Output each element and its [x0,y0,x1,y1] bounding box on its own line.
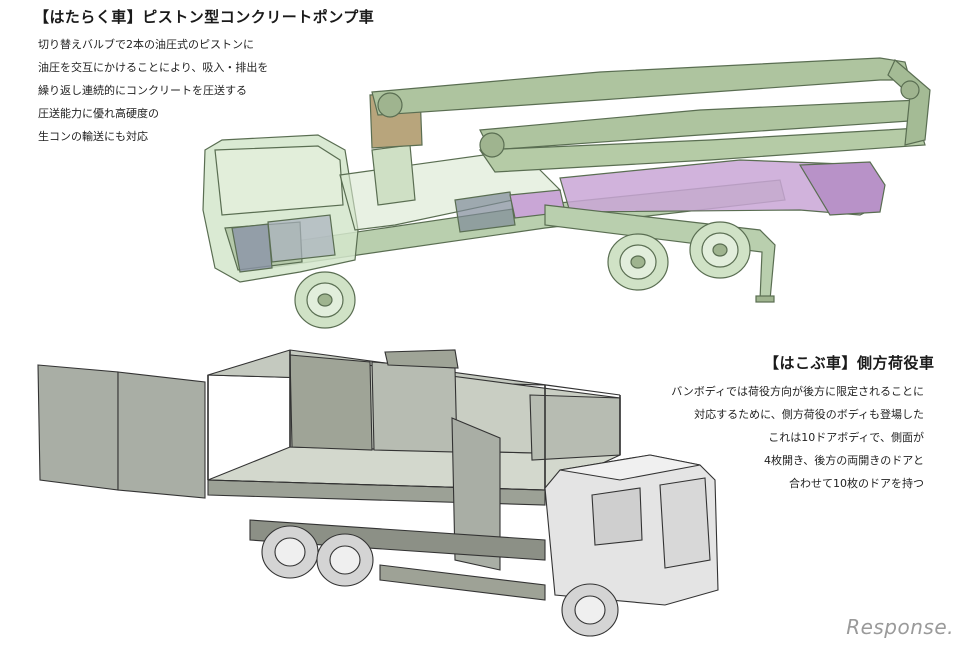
boom-lower [478,127,926,173]
concrete-pump-truck-illustration [202,57,931,329]
pump-rear-wheel-2 [689,221,751,279]
pump-truck-title: 【はたらく車】ピストン型コンクリートポンプ車 [34,8,375,26]
box-truck-title: 【はこぶ車】側方荷役車 [764,354,935,372]
box-truck-description: バンボディでは荷役方向が後方に限定されることに 対応するために、側方荷役のボディ… [671,380,924,495]
side-loading-truck-illustration [37,349,719,637]
pump-desc-line: 生コンの輸送にも対応 [38,130,148,143]
engine-block [231,223,273,273]
box-rear-wheel-1 [261,525,319,579]
pump-front-wheel [294,271,356,329]
response-logo-icon: Response. [846,615,954,639]
rear-door-right [117,371,206,499]
boom-turret [371,144,416,206]
pump-desc-line: 繰り返し連続的にコンクリートを圧送する [38,84,247,97]
pump-rear-wheel-1 [607,233,669,291]
pump-desc-line: 油圧を交互にかけることにより、吸入・排出を [38,61,269,74]
rear-door-left [37,364,119,491]
box-desc-line: 対応するために、側方荷役のボディも登場した [694,408,924,421]
box-desc-line: これは10ドアボディで、側面が [768,431,924,444]
logo-text: Response. [846,615,954,639]
pump-truck-description: 切り替えバルブで2本の油圧式のピストンに 油圧を交互にかけることにより、吸入・排… [38,33,268,148]
pump-desc-line: 切り替えバルブで2本の油圧式のピストンに [38,38,254,51]
side-door-open [451,417,501,571]
box-rear-wheel-2 [316,533,374,587]
box-desc-line: 合わせて10枚のドアを持つ [789,477,924,490]
box-desc-line: 4枚開き、後方の両開きのドアと [763,454,924,467]
box-desc-line: バンボディでは荷役方向が後方に限定されることに [671,385,924,398]
box-front-wheel [561,583,619,637]
pump-desc-line: 圧送能力に優れ高硬度の [38,107,159,120]
